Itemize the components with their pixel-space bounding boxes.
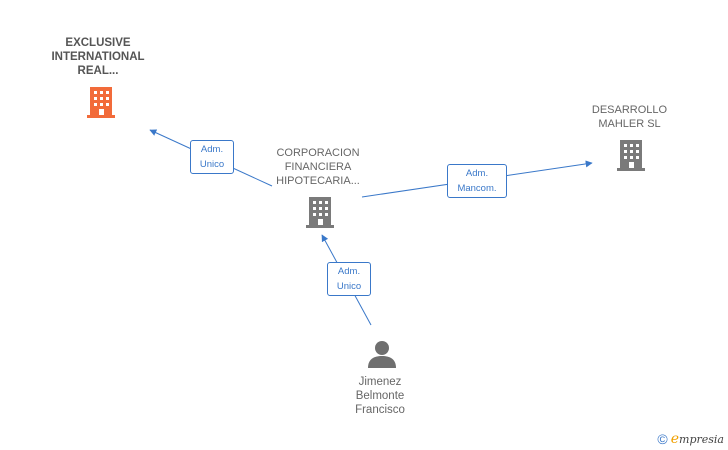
- brand-logo: © empresia: [657, 431, 724, 447]
- edge-label-adm-mancom: Adm. Mancom.: [447, 164, 507, 198]
- node-label-jimenez[interactable]: Jimenez Belmonte Francisco: [355, 376, 405, 416]
- edge-label-line1: Adm.: [200, 144, 224, 155]
- edge-label-adm-unico: Adm. Unico: [190, 140, 234, 174]
- node-label-desarrollo[interactable]: DESARROLLO MAHLER SL: [591, 104, 668, 130]
- edge-label-line2: Mancom.: [457, 183, 497, 194]
- building-icon[interactable]: [617, 140, 645, 171]
- node-label-corporacion[interactable]: CORPORACION FINANCIERA HIPOTECARIA...: [276, 147, 360, 187]
- building-icon[interactable]: [86, 86, 116, 118]
- person-icon[interactable]: [368, 341, 396, 368]
- brand-name: empresia: [670, 431, 724, 447]
- copyright-icon: ©: [657, 431, 668, 447]
- edge-label-adm-unico: Adm. Unico: [327, 262, 371, 296]
- edge-label-line1: Adm.: [337, 266, 361, 277]
- edge-label-line2: Unico: [199, 159, 225, 170]
- edge-label-line2: Unico: [336, 281, 362, 292]
- edge-label-line1: Adm.: [465, 168, 489, 179]
- building-icon[interactable]: [306, 197, 334, 228]
- node-label-exclusive[interactable]: EXCLUSIVE INTERNATIONAL REAL...: [51, 37, 145, 77]
